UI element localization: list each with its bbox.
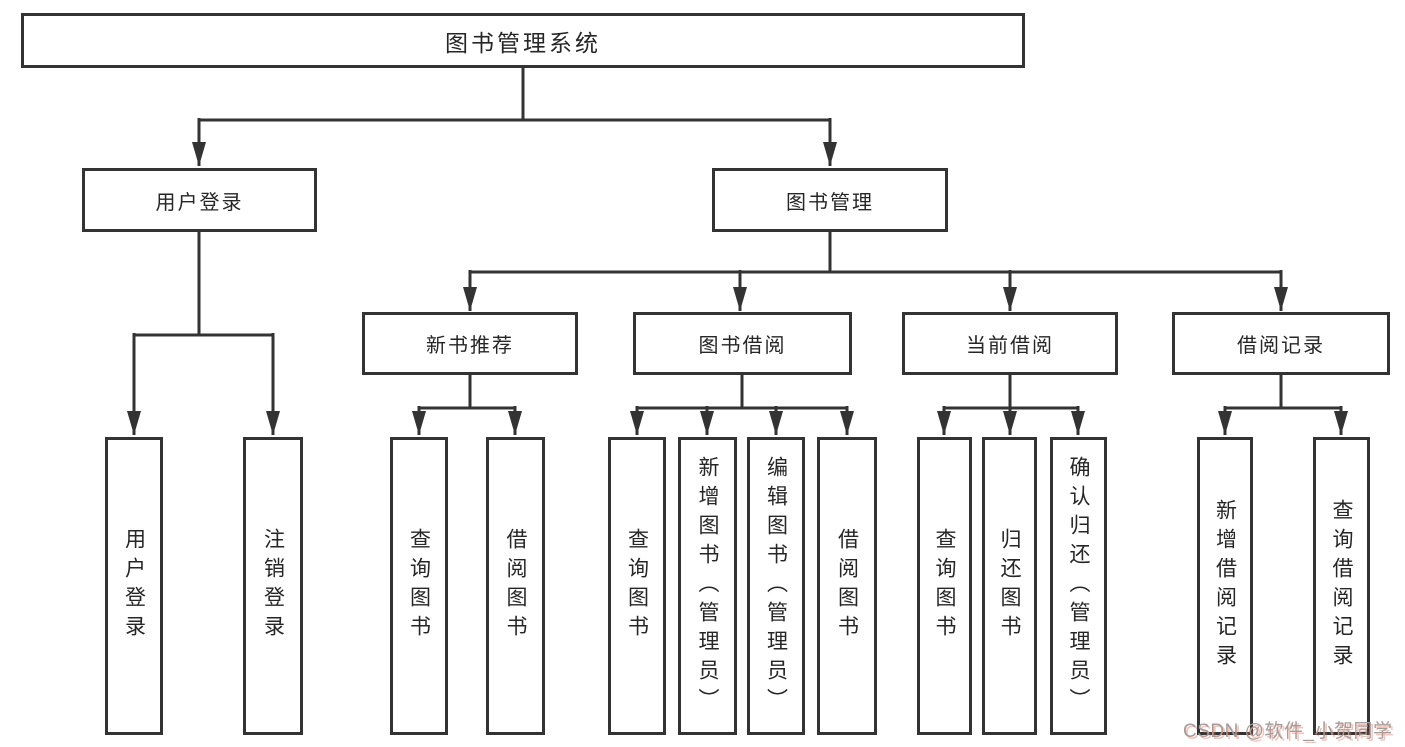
leaf-current-confirm-return-admin-label: 确认归还（管理员） bbox=[1067, 455, 1090, 717]
leaf-current-return-books: 归还图书 bbox=[982, 437, 1037, 735]
leaf-records-add-record: 新增借阅记录 bbox=[1197, 437, 1253, 735]
leaf-current-query-books-label: 查询图书 bbox=[933, 528, 956, 644]
leaf-current-return-books-label: 归还图书 bbox=[998, 528, 1021, 644]
leaf-records-add-record-label: 新增借阅记录 bbox=[1213, 499, 1237, 673]
leaf-current-query-books: 查询图书 bbox=[917, 437, 972, 735]
leaf-borrow-add-books-admin: 新增图书（管理员） bbox=[678, 437, 737, 735]
node-book-borrow-label: 图书借阅 bbox=[698, 335, 787, 357]
node-book-mgmt-branch-label: 图书管理 bbox=[786, 191, 874, 214]
leaf-logout: 注销登录 bbox=[243, 437, 303, 735]
leaf-borrow-query-books: 查询图书 bbox=[608, 437, 666, 735]
node-current-borrow: 当前借阅 bbox=[902, 312, 1118, 375]
leaf-borrow-borrow-books: 借阅图书 bbox=[817, 437, 877, 735]
node-root-system: 图书管理系统 bbox=[21, 13, 1025, 68]
connector-user-login-children bbox=[127, 230, 280, 435]
leaf-rec-query-books-label: 查询图书 bbox=[407, 528, 431, 644]
leaf-rec-query-books: 查询图书 bbox=[390, 437, 448, 735]
leaf-records-query-record: 查询借阅记录 bbox=[1313, 437, 1370, 735]
node-borrow-records: 借阅记录 bbox=[1172, 312, 1390, 375]
leaf-user-login: 用户登录 bbox=[105, 437, 163, 735]
node-new-book-rec-label: 新书推荐 bbox=[426, 335, 514, 357]
node-book-borrow: 图书借阅 bbox=[633, 312, 852, 375]
node-user-login-branch: 用户登录 bbox=[82, 168, 317, 232]
leaf-user-login-label: 用户登录 bbox=[122, 528, 146, 644]
leaf-records-query-record-label: 查询借阅记录 bbox=[1330, 499, 1353, 673]
leaf-borrow-borrow-books-label: 借阅图书 bbox=[835, 528, 859, 644]
node-borrow-records-label: 借阅记录 bbox=[1237, 335, 1325, 357]
node-book-mgmt-branch: 图书管理 bbox=[712, 168, 948, 232]
leaf-borrow-edit-books-admin-label: 编辑图书（管理员） bbox=[764, 455, 788, 717]
leaf-rec-borrow-books: 借阅图书 bbox=[486, 437, 545, 735]
connector-borrow-records-children bbox=[1218, 375, 1348, 435]
connector-current-borrow-children bbox=[937, 375, 1085, 435]
csdn-watermark: CSDN @软件_小贺同学 bbox=[1183, 721, 1393, 742]
leaf-borrow-query-books-label: 查询图书 bbox=[625, 528, 649, 644]
leaf-logout-label: 注销登录 bbox=[261, 528, 285, 644]
node-new-book-rec: 新书推荐 bbox=[362, 312, 578, 375]
leaf-borrow-edit-books-admin: 编辑图书（管理员） bbox=[747, 437, 805, 735]
leaf-rec-borrow-books-label: 借阅图书 bbox=[504, 528, 527, 644]
node-root-system-label: 图书管理系统 bbox=[445, 29, 601, 56]
node-user-login-branch-label: 用户登录 bbox=[155, 191, 244, 214]
connector-root-to-level2 bbox=[192, 66, 837, 166]
leaf-borrow-add-books-admin-label: 新增图书（管理员） bbox=[696, 455, 719, 717]
connector-book-borrow-children bbox=[630, 375, 854, 435]
leaf-current-confirm-return-admin: 确认归还（管理员） bbox=[1050, 437, 1107, 735]
node-current-borrow-label: 当前借阅 bbox=[966, 335, 1054, 357]
connector-book-mgmt-children bbox=[463, 230, 1288, 311]
connector-new-book-children bbox=[412, 375, 522, 435]
